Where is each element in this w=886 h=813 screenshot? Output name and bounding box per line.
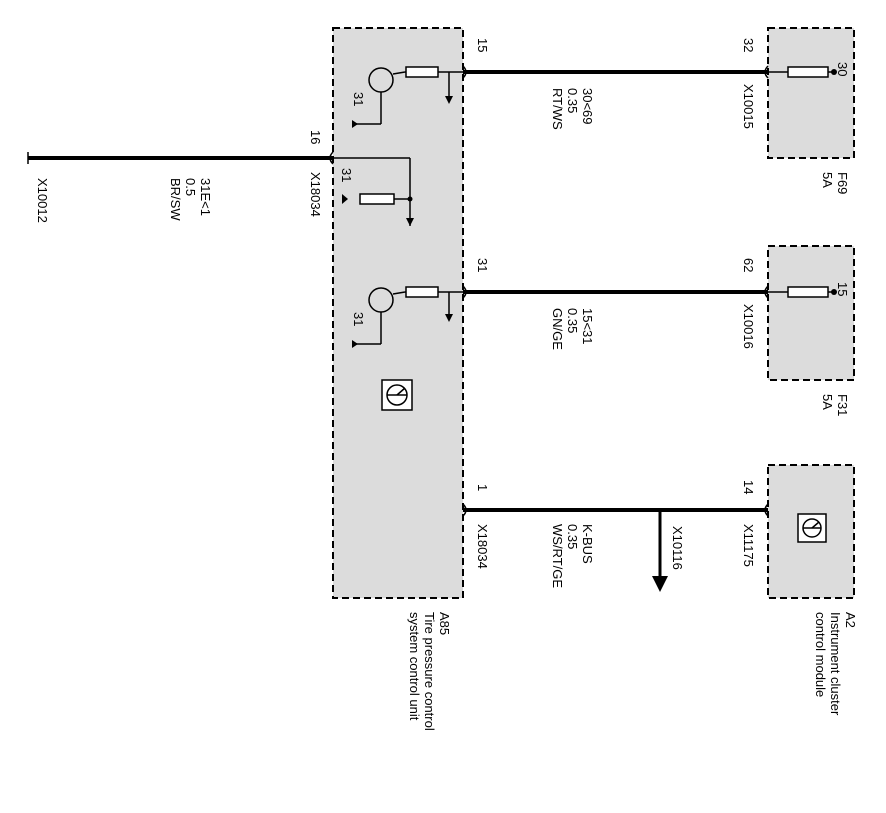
kbus-wire-spec-2: 0.35 [565, 524, 580, 549]
f69-internal-31: 31 [351, 92, 366, 106]
f31-code: F31 [835, 394, 850, 416]
f69-fuse-connector: X10015 [741, 84, 756, 129]
f31-wire-spec-2: 0.35 [565, 308, 580, 333]
f31-fuse-pin: 62 [741, 258, 756, 272]
f69-wire-spec-3: RT/WS [550, 88, 565, 130]
ground-wire [27, 151, 414, 226]
ground-internal-31: 31 [339, 168, 354, 182]
f69-rating: 5A [820, 172, 835, 188]
f31-fuse-connector: X10016 [741, 304, 756, 349]
f31-fuse-box [767, 245, 855, 381]
a85-name-line2: system control unit [407, 612, 422, 721]
a2-bus-icon [797, 513, 827, 543]
f69-wire [352, 65, 837, 128]
f69-fuse-pin: 32 [741, 38, 756, 52]
a85-code: A85 [437, 612, 452, 635]
f31-rating: 5A [820, 394, 835, 410]
a85-name-line1: Tire pressure control [422, 612, 437, 731]
a2-code: A2 [843, 612, 858, 628]
a2-name-line1: Instrument cluster [828, 612, 843, 716]
ground-unit-connector: X18034 [308, 172, 323, 217]
f31-unit-pin: 31 [475, 258, 490, 272]
kbus-a2-connector: X11175 [741, 524, 756, 567]
kbus-unit-pin: 1 [475, 484, 490, 491]
kbus-a2-pin: 14 [741, 480, 756, 494]
f31-pin-label: 15 [835, 282, 850, 296]
f31-internal-31: 31 [351, 312, 366, 326]
f31-wire-spec-1: 15<31 [580, 308, 595, 345]
ground-pin-label: 16 [308, 130, 323, 144]
f69-wire-spec-2: 0.35 [565, 88, 580, 113]
kbus-splice-label: X10116 [670, 526, 685, 570]
f69-wire-spec-1: 30<69 [580, 88, 595, 125]
ground-wire-spec-3: BR/SW [168, 178, 183, 221]
a2-name-line2: control module [813, 612, 828, 697]
f31-wire-spec-3: GN/GE [550, 308, 565, 350]
ground-wire-spec-2: 0.5 [183, 178, 198, 196]
f31-wire [352, 285, 837, 348]
kbus-wire-spec-1: K-BUS [580, 524, 595, 564]
f69-code: F69 [835, 172, 850, 194]
a85-bus-icon [381, 379, 413, 411]
ground-wire-spec-1: 31E<1 [198, 178, 213, 216]
kbus-unit-connector: X18034 [475, 524, 490, 569]
f69-unit-pin: 15 [475, 38, 490, 52]
kbus-wire-spec-3: WS/RT/GE [550, 524, 565, 588]
kbus-wire [462, 503, 769, 592]
f69-pin-label: 30 [835, 62, 850, 76]
f69-fuse-box [767, 27, 855, 159]
ground-connector-label: X10012 [35, 178, 50, 223]
